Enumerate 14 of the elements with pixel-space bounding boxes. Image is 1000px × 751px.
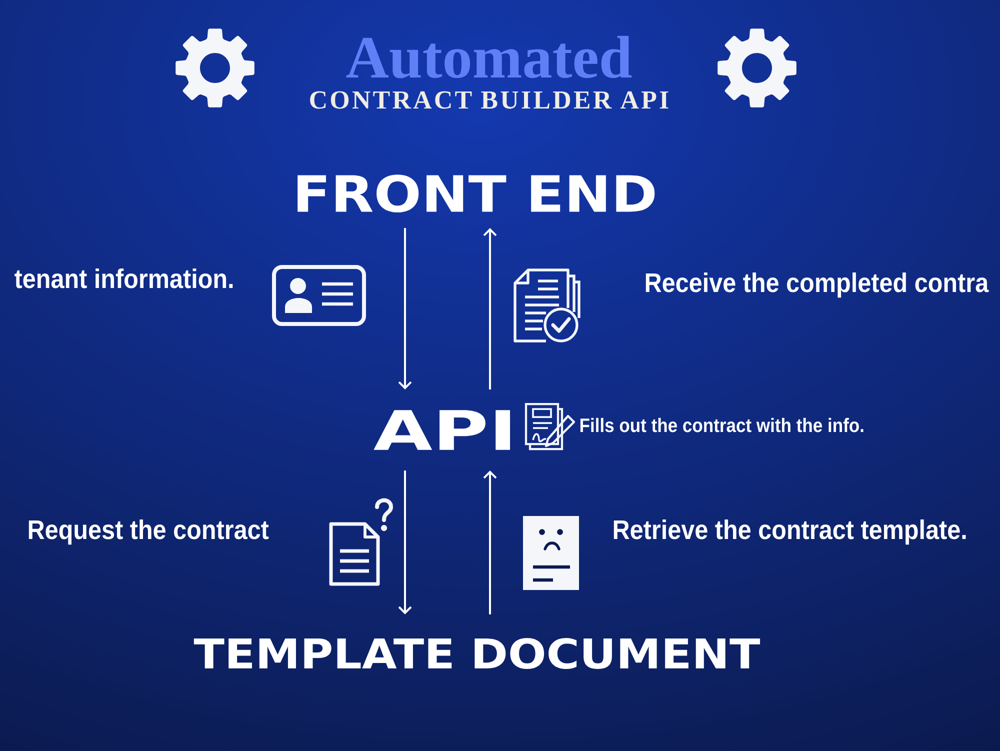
description-text: Request the contract bbox=[28, 519, 269, 545]
description-text: tenant information. bbox=[14, 268, 233, 288]
arrow bbox=[398, 470, 412, 614]
title-text: Automated bbox=[346, 36, 632, 78]
arrow bbox=[398, 228, 412, 390]
arrow bbox=[483, 228, 497, 390]
heading-text: API bbox=[374, 410, 510, 450]
subtitle-text: CONTRACT BUILDER API bbox=[310, 91, 668, 109]
heading-text: TEMPLATE DOCUMENT bbox=[194, 638, 760, 670]
description-text: Receive the completed contra bbox=[646, 272, 989, 298]
description-text: Retrieve the contract template. bbox=[614, 519, 966, 545]
arrow bbox=[483, 470, 497, 614]
heading-text: FRONT END bbox=[298, 174, 655, 212]
note-text: Fills out the contract with the info. bbox=[580, 418, 864, 432]
